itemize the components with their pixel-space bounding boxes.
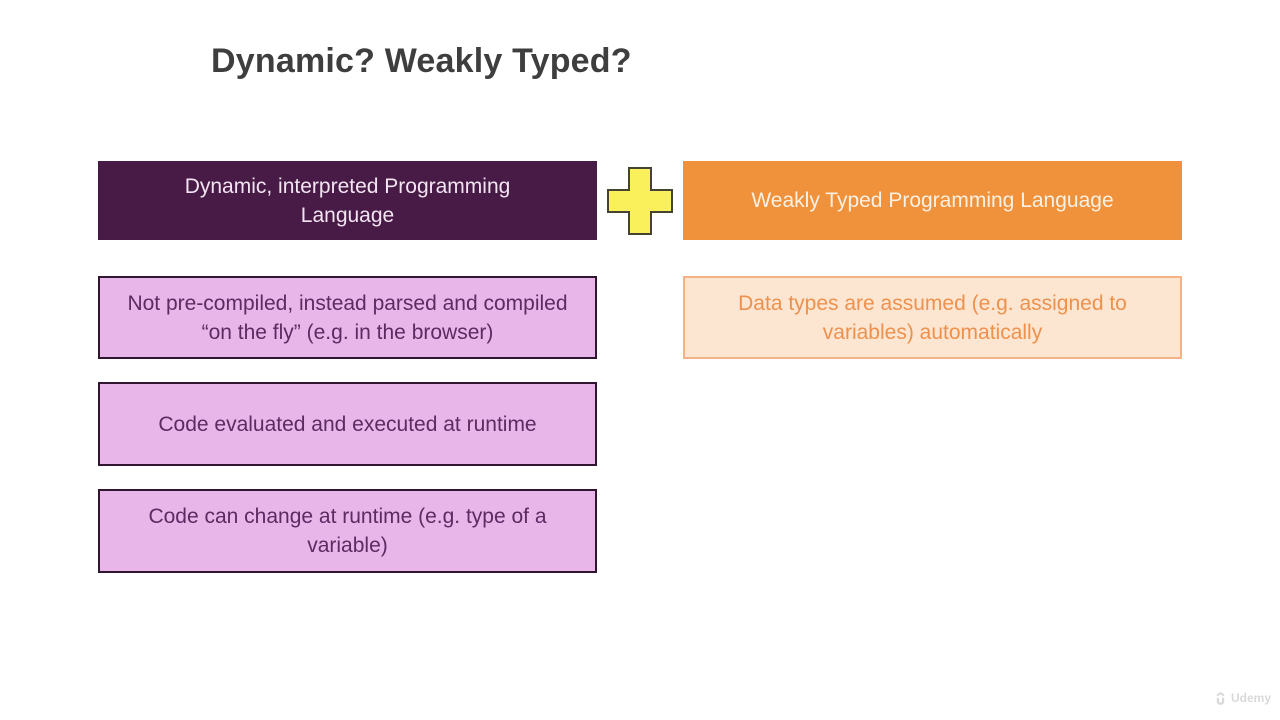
udemy-watermark-label: Udemy [1230, 691, 1271, 705]
header-box-weakly-typed: Weakly Typed Programming Language [683, 161, 1182, 240]
plus-icon [607, 167, 673, 235]
header-box-dynamic-interpreted: Dynamic, interpreted Programming Languag… [98, 161, 597, 240]
udemy-watermark: Udemy [1214, 691, 1271, 705]
slide-title: Dynamic? Weakly Typed? [211, 42, 632, 80]
fact-box-evaluated-at-runtime: Code evaluated and executed at runtime [98, 382, 597, 466]
udemy-logo-icon [1214, 691, 1227, 705]
fact-box-not-precompiled: Not pre-compiled, instead parsed and com… [98, 276, 597, 359]
fact-box-data-types-assumed: Data types are assumed (e.g. assigned to… [683, 276, 1182, 359]
fact-box-change-at-runtime: Code can change at runtime (e.g. type of… [98, 489, 597, 573]
